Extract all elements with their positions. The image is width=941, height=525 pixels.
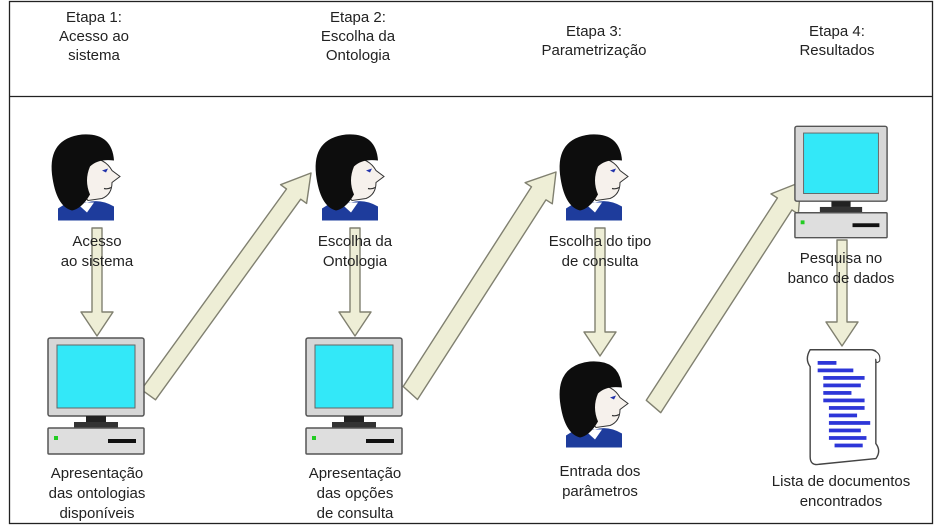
arrow-down-stage4: [825, 239, 859, 347]
diagram-border: [8, 0, 934, 525]
user-head-icon: [558, 360, 629, 449]
user-head-icon: [50, 133, 121, 222]
desktop-computer-icon: [47, 337, 145, 455]
arrow-down-stage3: [583, 227, 617, 357]
arrow-down-stage1: [80, 227, 114, 337]
label-db-search: Pesquisa no banco de dados: [787, 250, 895, 287]
stage-2-title: Etapa 2: Escolha da Ontologia: [320, 9, 396, 64]
user-head-icon: [558, 133, 629, 222]
label-query-options: Apresentação das opções de consulta: [308, 465, 402, 522]
desktop-computer-icon: [305, 337, 403, 455]
arrow-down-stage2: [338, 227, 372, 337]
stage-1-title: Etapa 1: Acesso ao sistema: [58, 9, 130, 64]
desktop-computer-icon: [794, 125, 888, 239]
label-docs-found: Lista de documentos encontrados: [771, 473, 911, 510]
label-params-entry: Entrada dos parâmetros: [559, 463, 641, 500]
label-query-type: Escolha do tipo de consulta: [548, 233, 652, 270]
document-list-icon: [806, 349, 881, 466]
stage-3-title: Etapa 3: Parametrização: [541, 23, 647, 59]
label-ontologies-list: Apresentação das ontologias disponíveis: [48, 465, 146, 522]
arrow-stage2-to-stage3: [402, 171, 557, 401]
arrow-stage3-to-stage4: [645, 181, 802, 414]
label-user-access: Acesso ao sistema: [60, 233, 134, 270]
label-user-ontology: Escolha da Ontologia: [317, 233, 393, 270]
stage-4-title: Etapa 4: Resultados: [799, 23, 875, 59]
user-head-icon: [314, 133, 385, 222]
arrow-stage1-to-stage2: [140, 172, 312, 401]
